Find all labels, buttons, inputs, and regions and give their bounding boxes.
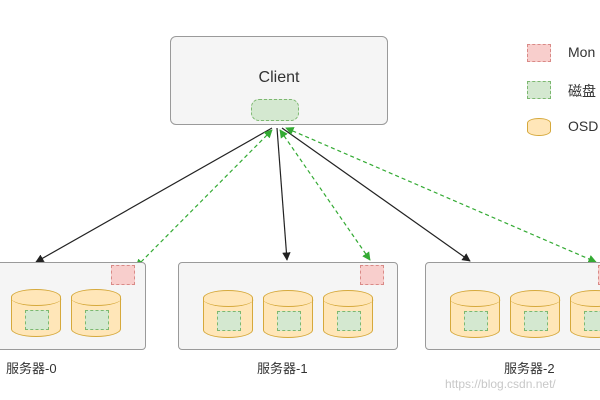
server-label-2: 服务器-2 — [504, 361, 555, 376]
osd-cylinder-icon — [70, 289, 122, 337]
disk-icon — [524, 311, 548, 331]
arrow-client-to-server-2 — [281, 127, 471, 262]
legend-mon-label: Mon — [568, 44, 596, 60]
legend-disk-label: 磁盘 — [568, 83, 596, 99]
legend-osd-label: OSD — [568, 118, 599, 134]
osd-cylinder-icon — [449, 290, 501, 338]
server-label-1: 服务器-1 — [257, 361, 308, 376]
server-node-1 — [178, 262, 398, 350]
osd-cylinder-icon — [509, 290, 561, 338]
disk-icon — [217, 311, 241, 331]
client-disk-icon — [251, 99, 299, 121]
dashed-arrow-client-mon-0 — [135, 129, 273, 268]
disk-icon — [337, 311, 361, 331]
disk-icon — [25, 310, 49, 330]
mon-icon — [360, 265, 384, 285]
arrow-client-to-server-1 — [276, 127, 291, 261]
dashed-arrow-client-mon-1 — [279, 129, 371, 261]
legend-osd-swatch-icon — [527, 118, 551, 136]
osd-cylinder-icon — [262, 290, 314, 338]
disk-icon — [85, 310, 109, 330]
osd-cylinder-icon — [202, 290, 254, 338]
osd-cylinder-icon — [10, 289, 62, 337]
dashed-arrow-client-mon-2 — [285, 127, 597, 263]
legend-mon-swatch-icon — [527, 44, 551, 62]
arrow-client-to-server-0 — [35, 127, 273, 263]
server-node-2 — [425, 262, 600, 350]
osd-cylinder-icon — [322, 290, 374, 338]
legend-disk-swatch-icon — [527, 81, 551, 99]
disk-icon — [464, 311, 488, 331]
server-label-0: 服务器-0 — [6, 361, 57, 376]
watermark: https://blog.csdn.net/ — [445, 377, 556, 391]
disk-icon — [277, 311, 301, 331]
disk-icon — [584, 311, 600, 331]
mon-icon — [598, 265, 600, 285]
mon-icon — [111, 265, 135, 285]
server-node-0 — [0, 262, 146, 350]
osd-cylinder-icon — [569, 290, 600, 338]
client-label: Client — [258, 69, 300, 86]
client-node: Client — [170, 36, 388, 125]
